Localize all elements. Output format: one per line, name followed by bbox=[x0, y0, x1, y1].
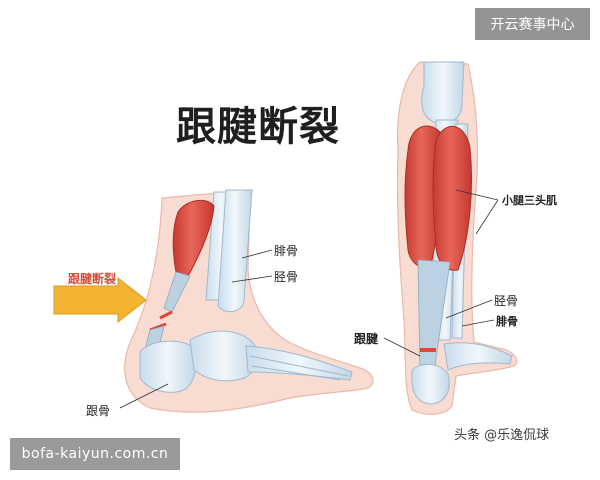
left-foot-illustration bbox=[53, 189, 374, 413]
right-tendon-label: 跟腱 bbox=[354, 332, 379, 346]
bottom-url-watermark: bofa-kaiyun.com.cn bbox=[10, 438, 180, 470]
left-tibia-label: 胫骨 bbox=[274, 270, 299, 284]
top-watermark-badge: 开云赛事中心 bbox=[475, 8, 590, 40]
right-leg-illustration bbox=[383, 61, 518, 415]
right-tibia-label: 胫骨 bbox=[494, 294, 519, 308]
right-tendon-rupture-mark bbox=[420, 348, 436, 352]
rupture-arrow bbox=[53, 276, 147, 324]
right-knee-bone bbox=[421, 61, 465, 125]
credit-watermark: 头条 @乐逸侃球 bbox=[454, 428, 550, 443]
right-fibula-label: 腓骨 bbox=[496, 315, 518, 328]
left-tibia-bone bbox=[217, 189, 253, 313]
right-calf-muscle-right bbox=[432, 125, 472, 271]
left-calf-muscle bbox=[172, 199, 215, 277]
right-muscle-label: 小腿三头肌 bbox=[502, 194, 557, 207]
right-foot-bones bbox=[443, 342, 513, 371]
diagram-title: 跟腱断裂 bbox=[176, 104, 340, 150]
right-heel-bone bbox=[411, 364, 450, 405]
rupture-label: 跟腱断裂 bbox=[68, 272, 117, 286]
left-heel-label: 跟骨 bbox=[86, 404, 111, 418]
left-heel-bone bbox=[139, 340, 197, 393]
left-fibula-label: 腓骨 bbox=[274, 244, 299, 258]
